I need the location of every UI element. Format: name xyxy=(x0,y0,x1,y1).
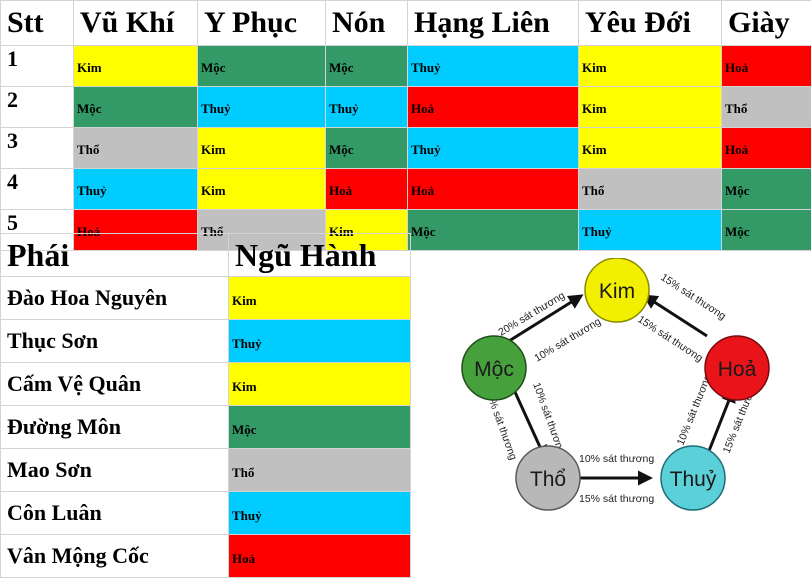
element-cell[interactable]: Mộc xyxy=(326,128,408,169)
element-cell[interactable]: Mộc xyxy=(74,87,198,128)
node-label-tho: Thổ xyxy=(530,468,566,491)
node-label-hoa: Hoả xyxy=(718,358,757,381)
element-cell[interactable]: Mộc xyxy=(229,406,411,449)
element-cell[interactable]: Kim xyxy=(74,46,198,87)
element-cell[interactable]: Kim xyxy=(229,363,411,406)
column-header[interactable]: Y Phục xyxy=(198,1,326,46)
element-cell[interactable]: Thuỷ xyxy=(408,46,579,87)
element-cell[interactable]: Thuỷ xyxy=(229,492,411,535)
row-number-cell[interactable]: 3 xyxy=(1,128,74,169)
element-cell[interactable]: Kim xyxy=(579,87,722,128)
element-cell[interactable]: Thổ xyxy=(579,169,722,210)
element-cell[interactable]: Kim xyxy=(229,277,411,320)
edge-label-thuy-hoa-a: 10% sát thương xyxy=(675,373,714,447)
node-thuy: Thuỷ xyxy=(661,446,725,510)
element-cell[interactable]: Mộc xyxy=(198,46,326,87)
element-cell[interactable]: Kim xyxy=(198,169,326,210)
element-cell[interactable]: Hoả xyxy=(722,46,811,87)
edge-label-hoa-kim-a: 15% sát thương xyxy=(658,271,728,322)
column-header[interactable]: Nón xyxy=(326,1,408,46)
edge-label-moc-kim: 10% sát thương xyxy=(532,315,603,364)
node-hoa: Hoả xyxy=(705,336,769,400)
row-number-cell[interactable]: 4 xyxy=(1,169,74,210)
node-kim: Kim xyxy=(585,258,649,322)
node-tho: Thổ xyxy=(516,446,580,510)
element-cell[interactable]: Hoả xyxy=(229,535,411,578)
element-cell[interactable]: Mộc xyxy=(722,210,811,251)
element-cell[interactable]: Kim xyxy=(579,128,722,169)
element-cell[interactable]: Mộc xyxy=(326,46,408,87)
element-cell[interactable]: Mộc xyxy=(408,210,579,251)
row-number-cell[interactable]: 2 xyxy=(1,87,74,128)
faction-name-cell[interactable]: Thục Sơn xyxy=(1,320,229,363)
element-cell[interactable]: Mộc xyxy=(722,169,811,210)
element-cell[interactable]: Thuỷ xyxy=(408,128,579,169)
column-header[interactable]: Hạng Liên xyxy=(408,1,579,46)
node-label-moc: Mộc xyxy=(474,358,514,381)
edge-label-tho-thuy: 10% sát thương xyxy=(579,453,654,465)
element-cell[interactable]: Kim xyxy=(198,128,326,169)
node-label-thuy: Thuỷ xyxy=(670,468,717,491)
edge-label-moc-tho: 10% sát thương xyxy=(530,381,567,456)
column-header[interactable]: Stt xyxy=(1,1,74,46)
row-number-cell[interactable]: 1 xyxy=(1,46,74,87)
element-cell[interactable]: Thổ xyxy=(74,128,198,169)
node-moc: Mộc xyxy=(462,336,526,400)
faction-name-cell[interactable]: Vân Mộng Cốc xyxy=(1,535,229,578)
faction-name-cell[interactable]: Côn Luân xyxy=(1,492,229,535)
edge-label-kim-moc: 20% sát thương xyxy=(496,289,567,338)
element-cell[interactable]: Thuỷ xyxy=(229,320,411,363)
element-cell[interactable]: Thổ xyxy=(722,87,811,128)
element-cell[interactable]: Kim xyxy=(579,46,722,87)
faction-name-cell[interactable]: Mao Sơn xyxy=(1,449,229,492)
element-cell[interactable]: Hoả xyxy=(722,128,811,169)
element-cell[interactable]: Thuỷ xyxy=(326,87,408,128)
column-header[interactable]: Phái xyxy=(1,234,229,277)
element-cell[interactable]: Thuỷ xyxy=(579,210,722,251)
faction-name-cell[interactable]: Cấm Vệ Quân xyxy=(1,363,229,406)
element-cell[interactable]: Thuỷ xyxy=(198,87,326,128)
element-cell[interactable]: Hoả xyxy=(326,169,408,210)
faction-name-cell[interactable]: Đường Môn xyxy=(1,406,229,449)
element-cell[interactable]: Hoả xyxy=(408,169,579,210)
element-cell[interactable]: Hoả xyxy=(408,87,579,128)
edge-label-hoa-kim-b: 15% sát thương xyxy=(635,313,705,364)
node-label-kim: Kim xyxy=(599,280,635,303)
column-header[interactable]: Giày xyxy=(722,1,811,46)
column-header[interactable]: Ngũ Hành xyxy=(229,234,411,277)
edge-label-thuy-tho: 15% sát thương xyxy=(579,493,654,505)
column-header[interactable]: Vũ Khí xyxy=(74,1,198,46)
five-elements-diagram: 20% sát thương 10% sát thương 15% sát th… xyxy=(445,258,795,520)
faction-name-cell[interactable]: Đào Hoa Nguyên xyxy=(1,277,229,320)
column-header[interactable]: Yêu Đới xyxy=(579,1,722,46)
element-cell[interactable]: Thổ xyxy=(229,449,411,492)
element-cell[interactable]: Thuỷ xyxy=(74,169,198,210)
